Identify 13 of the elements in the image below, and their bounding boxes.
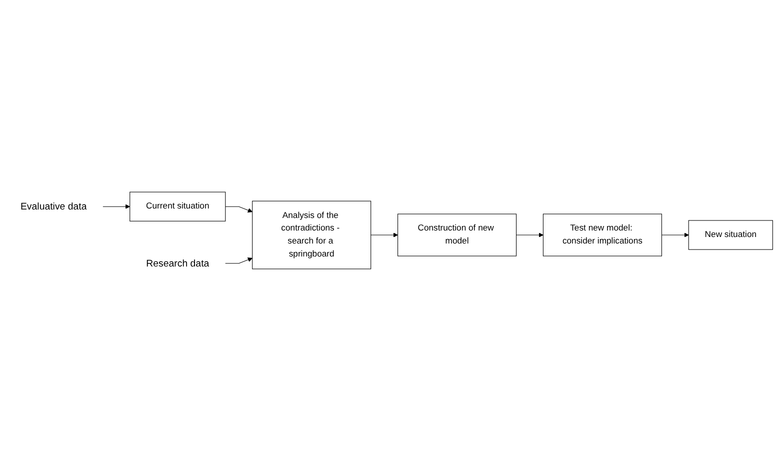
node-box: Current situation — [130, 192, 226, 222]
node-box: Construction of new model — [398, 214, 517, 256]
node-box: Analysis of the contradictions - search for a springboard — [252, 200, 372, 270]
node-text: Research data — [146, 258, 210, 269]
node-text: Evaluative data — [20, 200, 87, 212]
arrow — [661, 232, 689, 238]
node-box: New situation — [688, 220, 773, 250]
node-box: Test new model: consider implications — [542, 214, 662, 256]
arrow — [370, 232, 398, 238]
arrow — [102, 204, 130, 209]
arrow — [225, 258, 253, 264]
arrow — [225, 206, 253, 212]
arrow — [516, 232, 544, 238]
